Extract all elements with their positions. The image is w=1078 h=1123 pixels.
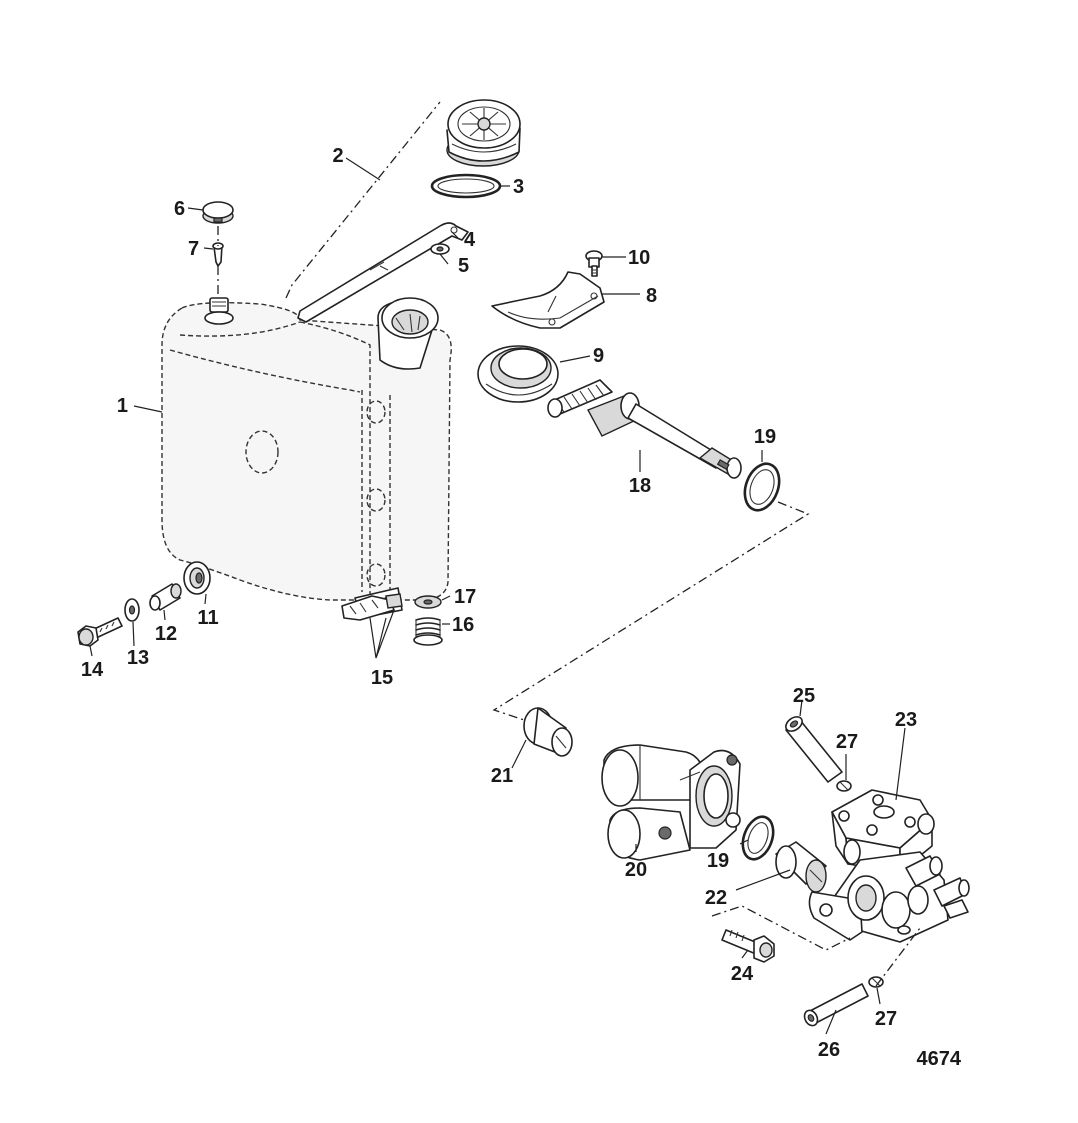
hose-lower bbox=[803, 983, 869, 1027]
callout-1: 1 bbox=[117, 395, 128, 417]
washer-13 bbox=[124, 598, 140, 622]
bolt-14 bbox=[77, 617, 123, 647]
callout-7: 7 bbox=[188, 238, 199, 260]
callout-27-lower: 27 bbox=[875, 1008, 897, 1030]
bolt-24 bbox=[721, 929, 775, 963]
spring bbox=[413, 617, 443, 646]
callout-19-upper: 19 bbox=[754, 426, 776, 448]
pin bbox=[212, 242, 224, 267]
callout-8: 8 bbox=[646, 285, 657, 307]
callout-11: 11 bbox=[197, 607, 218, 629]
callout-22: 22 bbox=[705, 887, 727, 909]
callout-10: 10 bbox=[628, 247, 650, 269]
callout-5: 5 bbox=[458, 255, 469, 277]
drive-shaft bbox=[547, 379, 742, 479]
callout-26: 26 bbox=[818, 1039, 840, 1061]
callout-labels: 1 2 3 4 5 6 7 8 9 10 11 12 13 14 15 16 1… bbox=[81, 145, 917, 1061]
callout-25: 25 bbox=[793, 685, 815, 707]
coupler bbox=[775, 841, 827, 893]
callout-14: 14 bbox=[81, 659, 104, 681]
callout-16: 16 bbox=[452, 614, 474, 636]
washer-5 bbox=[430, 243, 450, 255]
grommet bbox=[183, 561, 211, 595]
clamp-27-upper bbox=[836, 780, 852, 792]
wire-clip bbox=[341, 593, 403, 621]
callout-15: 15 bbox=[371, 667, 393, 689]
figure-id: 4674 bbox=[917, 1048, 962, 1070]
seal bbox=[477, 345, 559, 403]
o-ring-19-lower bbox=[741, 815, 775, 861]
retainer-plate bbox=[491, 271, 605, 329]
callout-6: 6 bbox=[174, 198, 185, 220]
callout-20: 20 bbox=[625, 859, 647, 881]
filler-cap bbox=[446, 99, 521, 167]
assembly-lines bbox=[217, 101, 921, 987]
plug-cap bbox=[202, 201, 234, 224]
callout-19-lower: 19 bbox=[707, 850, 729, 872]
o-ring-19-upper bbox=[743, 462, 781, 512]
callout-4: 4 bbox=[464, 229, 476, 251]
callout-13: 13 bbox=[127, 647, 149, 669]
clamp-27-lower bbox=[868, 976, 884, 988]
callout-18: 18 bbox=[629, 475, 651, 497]
callout-3: 3 bbox=[513, 176, 524, 198]
callout-27-upper: 27 bbox=[836, 731, 858, 753]
callout-17: 17 bbox=[454, 586, 476, 608]
hose-upper bbox=[785, 716, 843, 783]
sleeve bbox=[149, 583, 182, 611]
bushing bbox=[523, 707, 573, 757]
washer-17 bbox=[414, 595, 442, 609]
callout-23: 23 bbox=[895, 709, 917, 731]
callout-leaders bbox=[89, 157, 906, 1035]
tether-strap bbox=[297, 222, 469, 323]
o-ring bbox=[430, 173, 502, 199]
pump-housing bbox=[601, 744, 741, 861]
callout-21: 21 bbox=[491, 765, 513, 787]
callout-9: 9 bbox=[593, 345, 604, 367]
callout-24: 24 bbox=[731, 963, 754, 985]
oil-pump-assembly bbox=[808, 789, 970, 943]
callout-12: 12 bbox=[155, 623, 177, 645]
callout-2: 2 bbox=[332, 145, 343, 167]
screw-10 bbox=[585, 250, 603, 277]
